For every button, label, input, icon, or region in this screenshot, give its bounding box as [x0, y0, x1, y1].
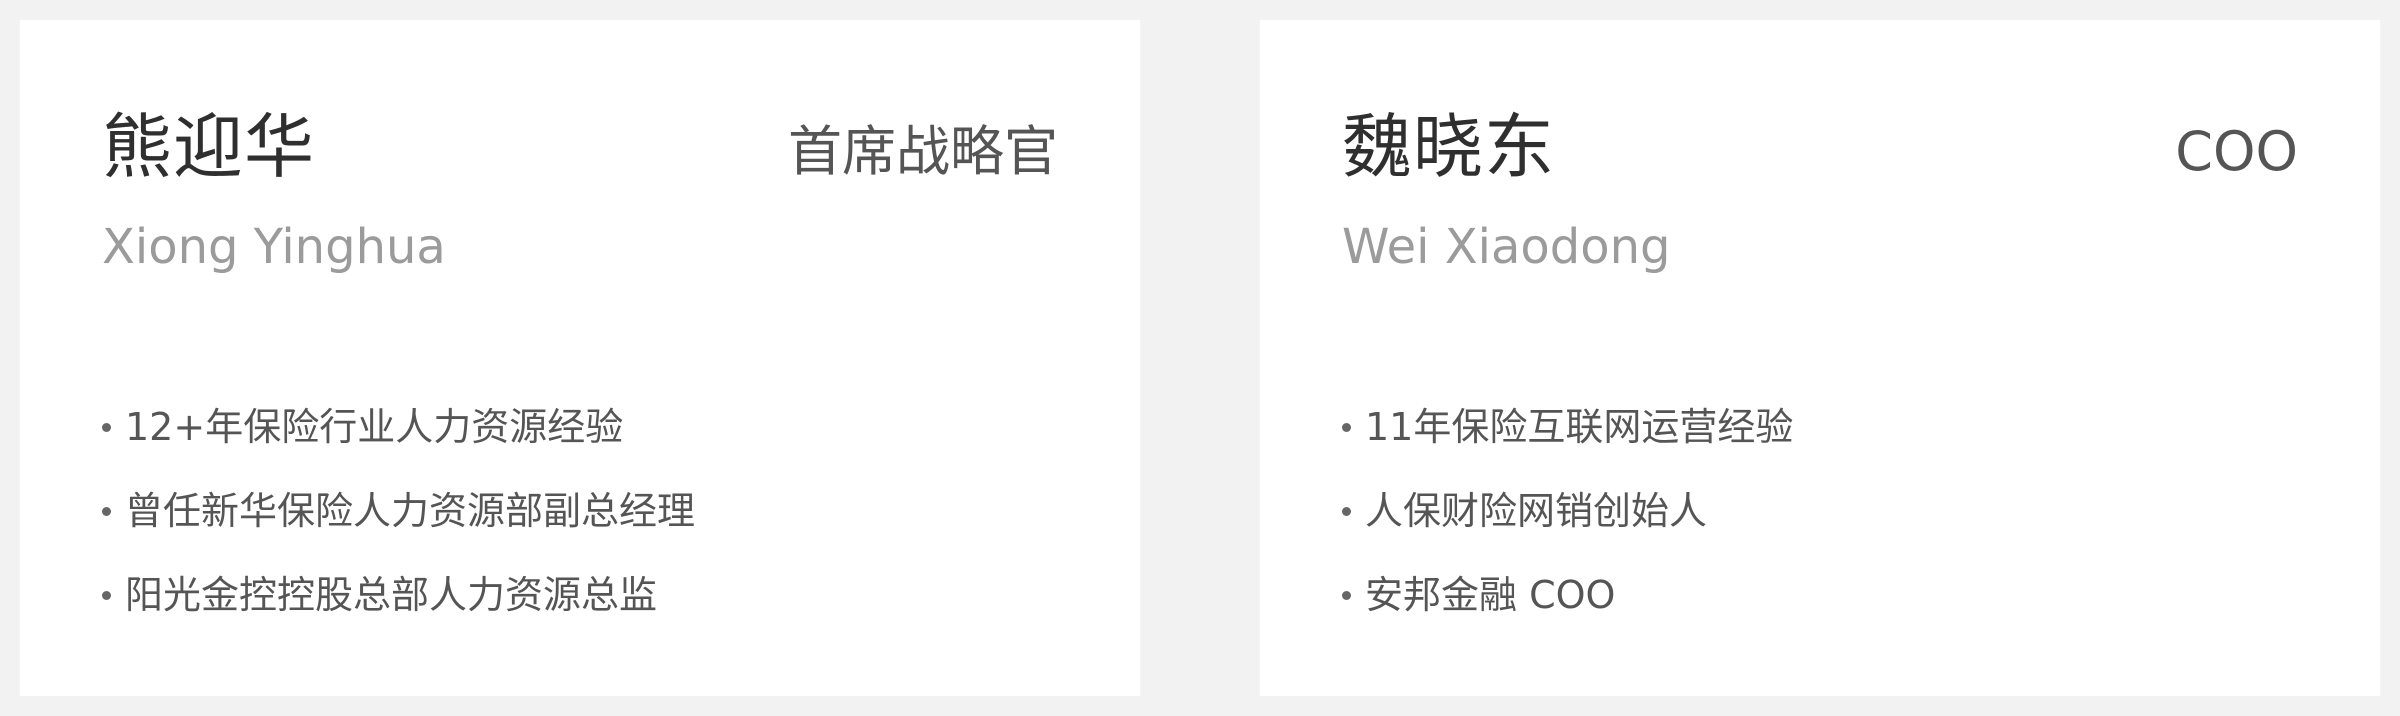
bullet-dot-icon [1342, 506, 1351, 516]
bullet-dot-icon [1342, 422, 1351, 432]
person-name: 魏晓东 [1342, 106, 1555, 188]
person-pinyin-name: Wei Xiaodong [1342, 219, 1671, 275]
experience-text: 阳光金控控股总部人力资源总监 [125, 573, 658, 617]
experience-item: 安邦金融 COO [1342, 553, 1793, 637]
experience-text: 人保财险网销创始人 [1365, 489, 1708, 533]
experience-text: 安邦金融 COO [1365, 573, 1616, 617]
experience-text: 曾任新华保险人力资源部副总经理 [125, 489, 696, 533]
experience-item: 人保财险网销创始人 [1342, 469, 1793, 553]
person-name: 熊迎华 [102, 106, 315, 188]
bullet-dot-icon [102, 506, 111, 516]
experience-item: 12+年保险行业人力资源经验 [102, 385, 695, 469]
bullet-dot-icon [102, 590, 111, 600]
experience-item: 11年保险互联网运营经验 [1342, 385, 1793, 469]
experience-text: 11年保险互联网运营经验 [1365, 405, 1794, 449]
experience-item: 曾任新华保险人力资源部副总经理 [102, 469, 695, 553]
bullet-dot-icon [102, 422, 111, 432]
person-title: COO [2175, 120, 2298, 183]
bullet-dot-icon [1342, 590, 1351, 600]
person-title: 首席战略官 [788, 120, 1058, 183]
experience-list: 11年保险互联网运营经验 人保财险网销创始人 安邦金融 COO [1342, 385, 1793, 637]
experience-text: 12+年保险行业人力资源经验 [125, 405, 624, 449]
person-pinyin-name: Xiong Yinghua [102, 219, 446, 275]
experience-item: 阳光金控控股总部人力资源总监 [102, 553, 695, 637]
experience-list: 12+年保险行业人力资源经验 曾任新华保险人力资源部副总经理 阳光金控控股总部人… [102, 385, 695, 637]
profile-card-wei-xiaodong: 魏晓东 COO Wei Xiaodong 11年保险互联网运营经验 人保财险网销… [1260, 20, 2380, 696]
profile-card-xiong-yinghua: 熊迎华 首席战略官 Xiong Yinghua 12+年保险行业人力资源经验 曾… [20, 20, 1140, 696]
